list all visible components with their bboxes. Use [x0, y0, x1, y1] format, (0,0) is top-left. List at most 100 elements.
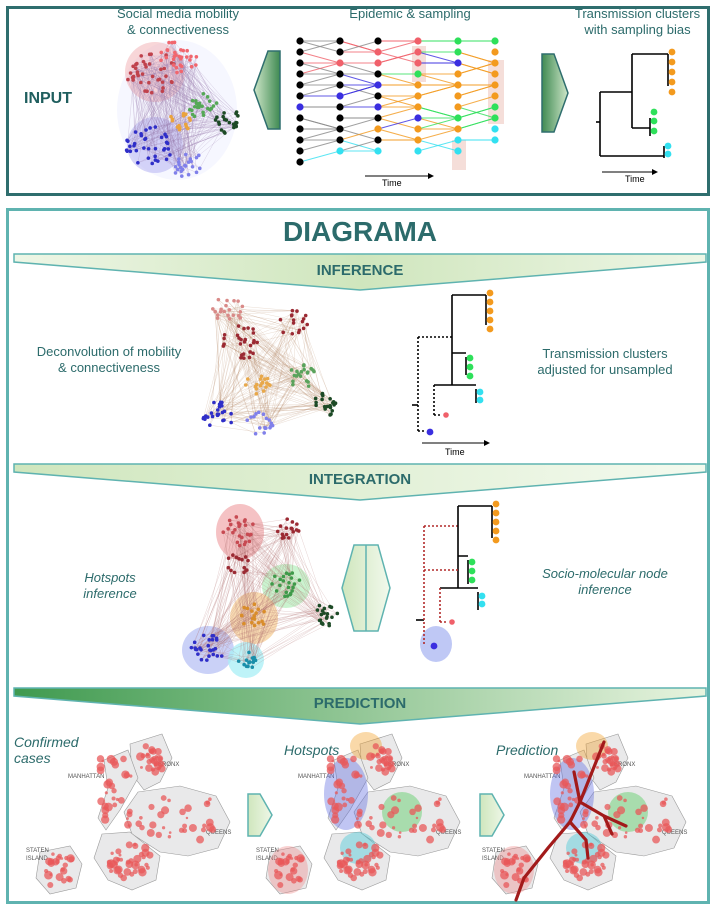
network-edge	[226, 300, 332, 415]
network-edge	[247, 580, 284, 667]
case-node	[454, 92, 462, 100]
network-node	[236, 324, 241, 328]
case-dot	[121, 770, 130, 779]
network-node	[173, 171, 178, 175]
network-edge	[230, 384, 269, 414]
network-edge	[258, 611, 265, 623]
case-dot	[656, 827, 663, 833]
case-dot	[409, 808, 416, 816]
case-dot	[104, 791, 108, 795]
network-edge	[231, 301, 239, 423]
network-node	[192, 640, 197, 645]
network-edge	[269, 385, 331, 399]
network-node	[254, 611, 258, 615]
network-edge	[291, 528, 318, 611]
transmission-edge	[339, 128, 379, 141]
case-dot	[341, 761, 350, 769]
network-edge	[290, 593, 323, 612]
case-dot	[62, 862, 68, 868]
network-node	[184, 55, 189, 59]
network-edge	[252, 576, 284, 659]
network-edge	[221, 405, 333, 411]
network-edge	[277, 531, 290, 575]
network-node	[312, 369, 316, 374]
network-node	[249, 532, 253, 537]
network-node	[177, 54, 182, 59]
network-edge	[247, 622, 252, 667]
case-dot	[594, 868, 603, 877]
case-dot	[623, 798, 627, 803]
network-node	[244, 658, 249, 662]
borough-label: MANHATTAN	[298, 774, 334, 780]
network-node	[210, 634, 215, 638]
network-node	[209, 411, 214, 415]
network-edge	[245, 364, 304, 386]
network-edge	[283, 332, 294, 385]
network-node	[146, 156, 151, 160]
network-node	[139, 133, 144, 138]
case-dot	[355, 841, 363, 849]
network-edge	[151, 54, 193, 167]
network-node	[185, 48, 189, 53]
network-node	[278, 577, 282, 582]
network-node	[286, 536, 291, 540]
network-node	[201, 110, 205, 115]
network-node	[235, 333, 240, 338]
case-dot	[149, 748, 157, 755]
case-node	[296, 92, 304, 100]
transmission-edge	[299, 73, 341, 86]
network-node	[229, 568, 233, 573]
network-node	[143, 136, 148, 141]
network-edge	[212, 378, 261, 417]
network-edge	[292, 310, 334, 403]
network-edge	[253, 623, 330, 663]
network-edge	[260, 319, 294, 386]
case-dot	[385, 831, 392, 839]
case-dot	[208, 797, 212, 801]
network-node	[219, 654, 224, 658]
case-dot	[97, 797, 106, 806]
time-axis-arrow-icon	[484, 440, 490, 446]
tip-node	[468, 567, 476, 575]
network-edge	[221, 342, 254, 406]
network-edge	[191, 555, 234, 648]
case-node	[414, 48, 422, 56]
case-node	[491, 136, 499, 144]
case-node	[454, 48, 462, 56]
network-edge	[238, 338, 255, 417]
case-dot	[503, 859, 511, 867]
network-node	[148, 126, 152, 130]
network-edge	[196, 617, 333, 650]
network-edge	[324, 608, 338, 614]
network-node	[227, 307, 232, 312]
network-edge	[232, 532, 289, 539]
network-edge	[245, 556, 288, 597]
network-edge	[263, 381, 309, 392]
tip-node	[443, 412, 449, 418]
network-edge	[207, 386, 256, 418]
network-edge	[225, 305, 334, 404]
network-edge	[213, 615, 255, 636]
network-node	[220, 404, 224, 408]
network-edge	[307, 372, 333, 411]
network-edge	[143, 109, 211, 149]
network-node	[160, 80, 165, 84]
case-dot	[414, 804, 422, 812]
network-node	[238, 342, 243, 346]
case-dot	[296, 854, 305, 863]
network-edge	[244, 521, 278, 532]
network-node	[247, 539, 252, 544]
network-edge	[292, 311, 298, 382]
network-node	[290, 520, 295, 524]
network-node	[218, 400, 223, 405]
case-node	[296, 81, 304, 89]
case-dot	[146, 828, 155, 837]
tip-node	[492, 500, 500, 508]
network-edge	[217, 314, 299, 333]
case-node	[374, 147, 382, 155]
case-dot	[281, 852, 285, 856]
tip-node	[650, 127, 658, 135]
network-edge	[212, 594, 291, 636]
network-node	[194, 155, 199, 160]
network-edge	[298, 374, 323, 396]
